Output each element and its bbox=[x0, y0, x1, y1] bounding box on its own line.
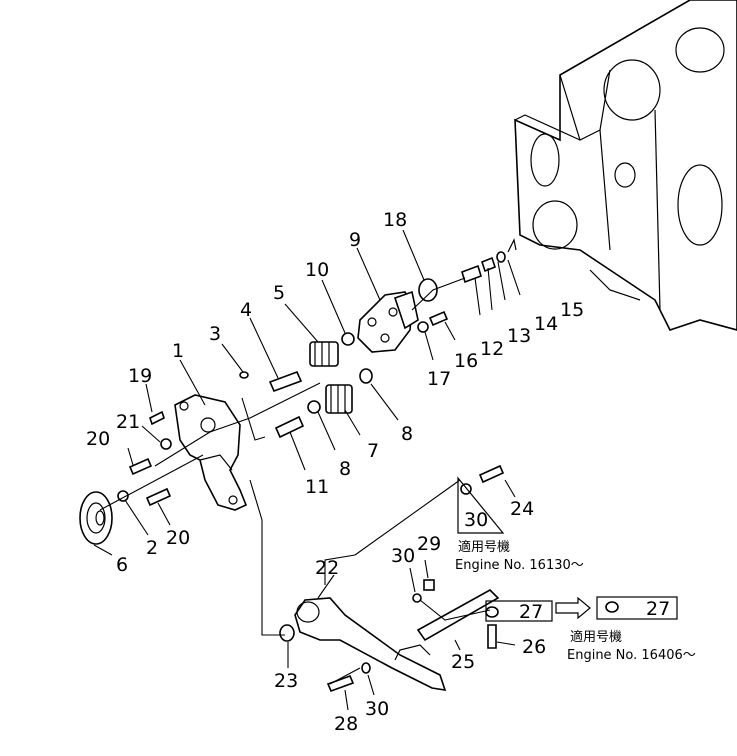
callout-20-a: 20 bbox=[86, 428, 110, 450]
suction-pipe-part-22 bbox=[294, 597, 447, 691]
callout-30-b: 30 bbox=[391, 545, 415, 567]
bushing-part-8-lower bbox=[307, 400, 321, 414]
callout-16: 16 bbox=[454, 350, 478, 372]
arrow-right-icon bbox=[555, 596, 591, 620]
callout-27-b: 27 bbox=[646, 598, 670, 620]
callout-24: 24 bbox=[510, 498, 534, 520]
bolt-part-24 bbox=[478, 464, 505, 484]
callout-1: 1 bbox=[172, 340, 184, 362]
drive-gear-part-6 bbox=[79, 491, 113, 545]
bolt-part-19 bbox=[149, 410, 165, 426]
leader-lines bbox=[93, 229, 521, 711]
spacer-part-27 bbox=[485, 606, 499, 618]
callout-30-a: 30 bbox=[464, 509, 488, 531]
o-ring-part-23 bbox=[279, 624, 295, 642]
washer-part-14 bbox=[496, 251, 506, 263]
callout-9: 9 bbox=[349, 229, 361, 251]
callout-3: 3 bbox=[209, 323, 221, 345]
callout-labels: 1 2 3 4 5 6 7 8 8 9 10 11 12 13 14 15 16… bbox=[86, 209, 670, 735]
engine-block bbox=[514, 0, 737, 331]
bushing-part-10 bbox=[341, 332, 355, 346]
bolt-part-28 bbox=[326, 674, 355, 693]
nut-part-29 bbox=[423, 579, 435, 591]
callout-5: 5 bbox=[273, 282, 285, 304]
callout-4: 4 bbox=[240, 299, 252, 321]
callout-10: 10 bbox=[305, 259, 329, 281]
callout-26: 26 bbox=[522, 636, 546, 658]
engine-number-1: Engine No. 16130～ bbox=[455, 558, 584, 573]
callout-21: 21 bbox=[116, 411, 140, 433]
gear-part-7 bbox=[325, 384, 353, 414]
callout-27-a: 27 bbox=[519, 601, 543, 623]
callout-15: 15 bbox=[560, 299, 584, 321]
pump-cover-part-9 bbox=[357, 290, 419, 353]
box-part-27 bbox=[485, 600, 553, 622]
callout-8-a: 8 bbox=[401, 423, 413, 445]
bolt-part-20-lower bbox=[145, 487, 172, 507]
applicable-label-1: 適用号機 bbox=[458, 539, 510, 555]
washer-part-30-mid bbox=[412, 593, 422, 603]
spacer-part-27-new bbox=[605, 601, 619, 613]
callout-28: 28 bbox=[334, 713, 358, 735]
callout-17: 17 bbox=[427, 368, 451, 390]
callout-13: 13 bbox=[507, 325, 531, 347]
bolt-part-20-upper bbox=[128, 457, 153, 476]
pump-body-part-1 bbox=[174, 394, 248, 511]
callout-6: 6 bbox=[116, 554, 128, 576]
callout-11: 11 bbox=[305, 476, 329, 498]
valve-part-12 bbox=[461, 264, 482, 284]
callout-14: 14 bbox=[534, 313, 558, 335]
washer-part-21 bbox=[160, 438, 172, 450]
callout-23: 23 bbox=[274, 670, 298, 692]
callout-25: 25 bbox=[451, 651, 475, 673]
assembly-lines bbox=[99, 277, 491, 685]
o-ring-part-18 bbox=[418, 278, 438, 302]
shaft-part-11 bbox=[274, 415, 305, 439]
spring-part-13 bbox=[481, 256, 496, 273]
callout-18: 18 bbox=[383, 209, 407, 231]
box-part-27-new bbox=[596, 596, 678, 620]
callout-30-c: 30 bbox=[365, 698, 389, 720]
gear-part-5 bbox=[309, 341, 339, 367]
bolt-part-26 bbox=[487, 624, 497, 649]
pin-part-15 bbox=[507, 238, 517, 253]
callout-29: 29 bbox=[417, 533, 441, 555]
callout-8-b: 8 bbox=[339, 458, 351, 480]
callout-7: 7 bbox=[367, 440, 379, 462]
callout-19: 19 bbox=[128, 365, 152, 387]
serial-notes: 適用号機 Engine No. 16130～ 適用号機 Engine No. 1… bbox=[455, 539, 696, 663]
bracket-part-25 bbox=[416, 589, 500, 642]
callout-12: 12 bbox=[480, 338, 504, 360]
bolt-part-16 bbox=[428, 310, 449, 327]
callout-22: 22 bbox=[315, 557, 339, 579]
bushing-part-8-upper bbox=[359, 368, 373, 384]
washer-part-17 bbox=[417, 321, 429, 333]
callout-2: 2 bbox=[146, 537, 158, 559]
note-box-30 bbox=[457, 476, 505, 534]
pin-part-3 bbox=[239, 371, 249, 379]
callout-20-b: 20 bbox=[166, 527, 190, 549]
washer-part-30-bottom bbox=[361, 662, 371, 674]
engine-number-2: Engine No. 16406～ bbox=[567, 648, 696, 663]
shaft-part-4 bbox=[268, 370, 303, 393]
applicable-label-2: 適用号機 bbox=[570, 629, 622, 645]
